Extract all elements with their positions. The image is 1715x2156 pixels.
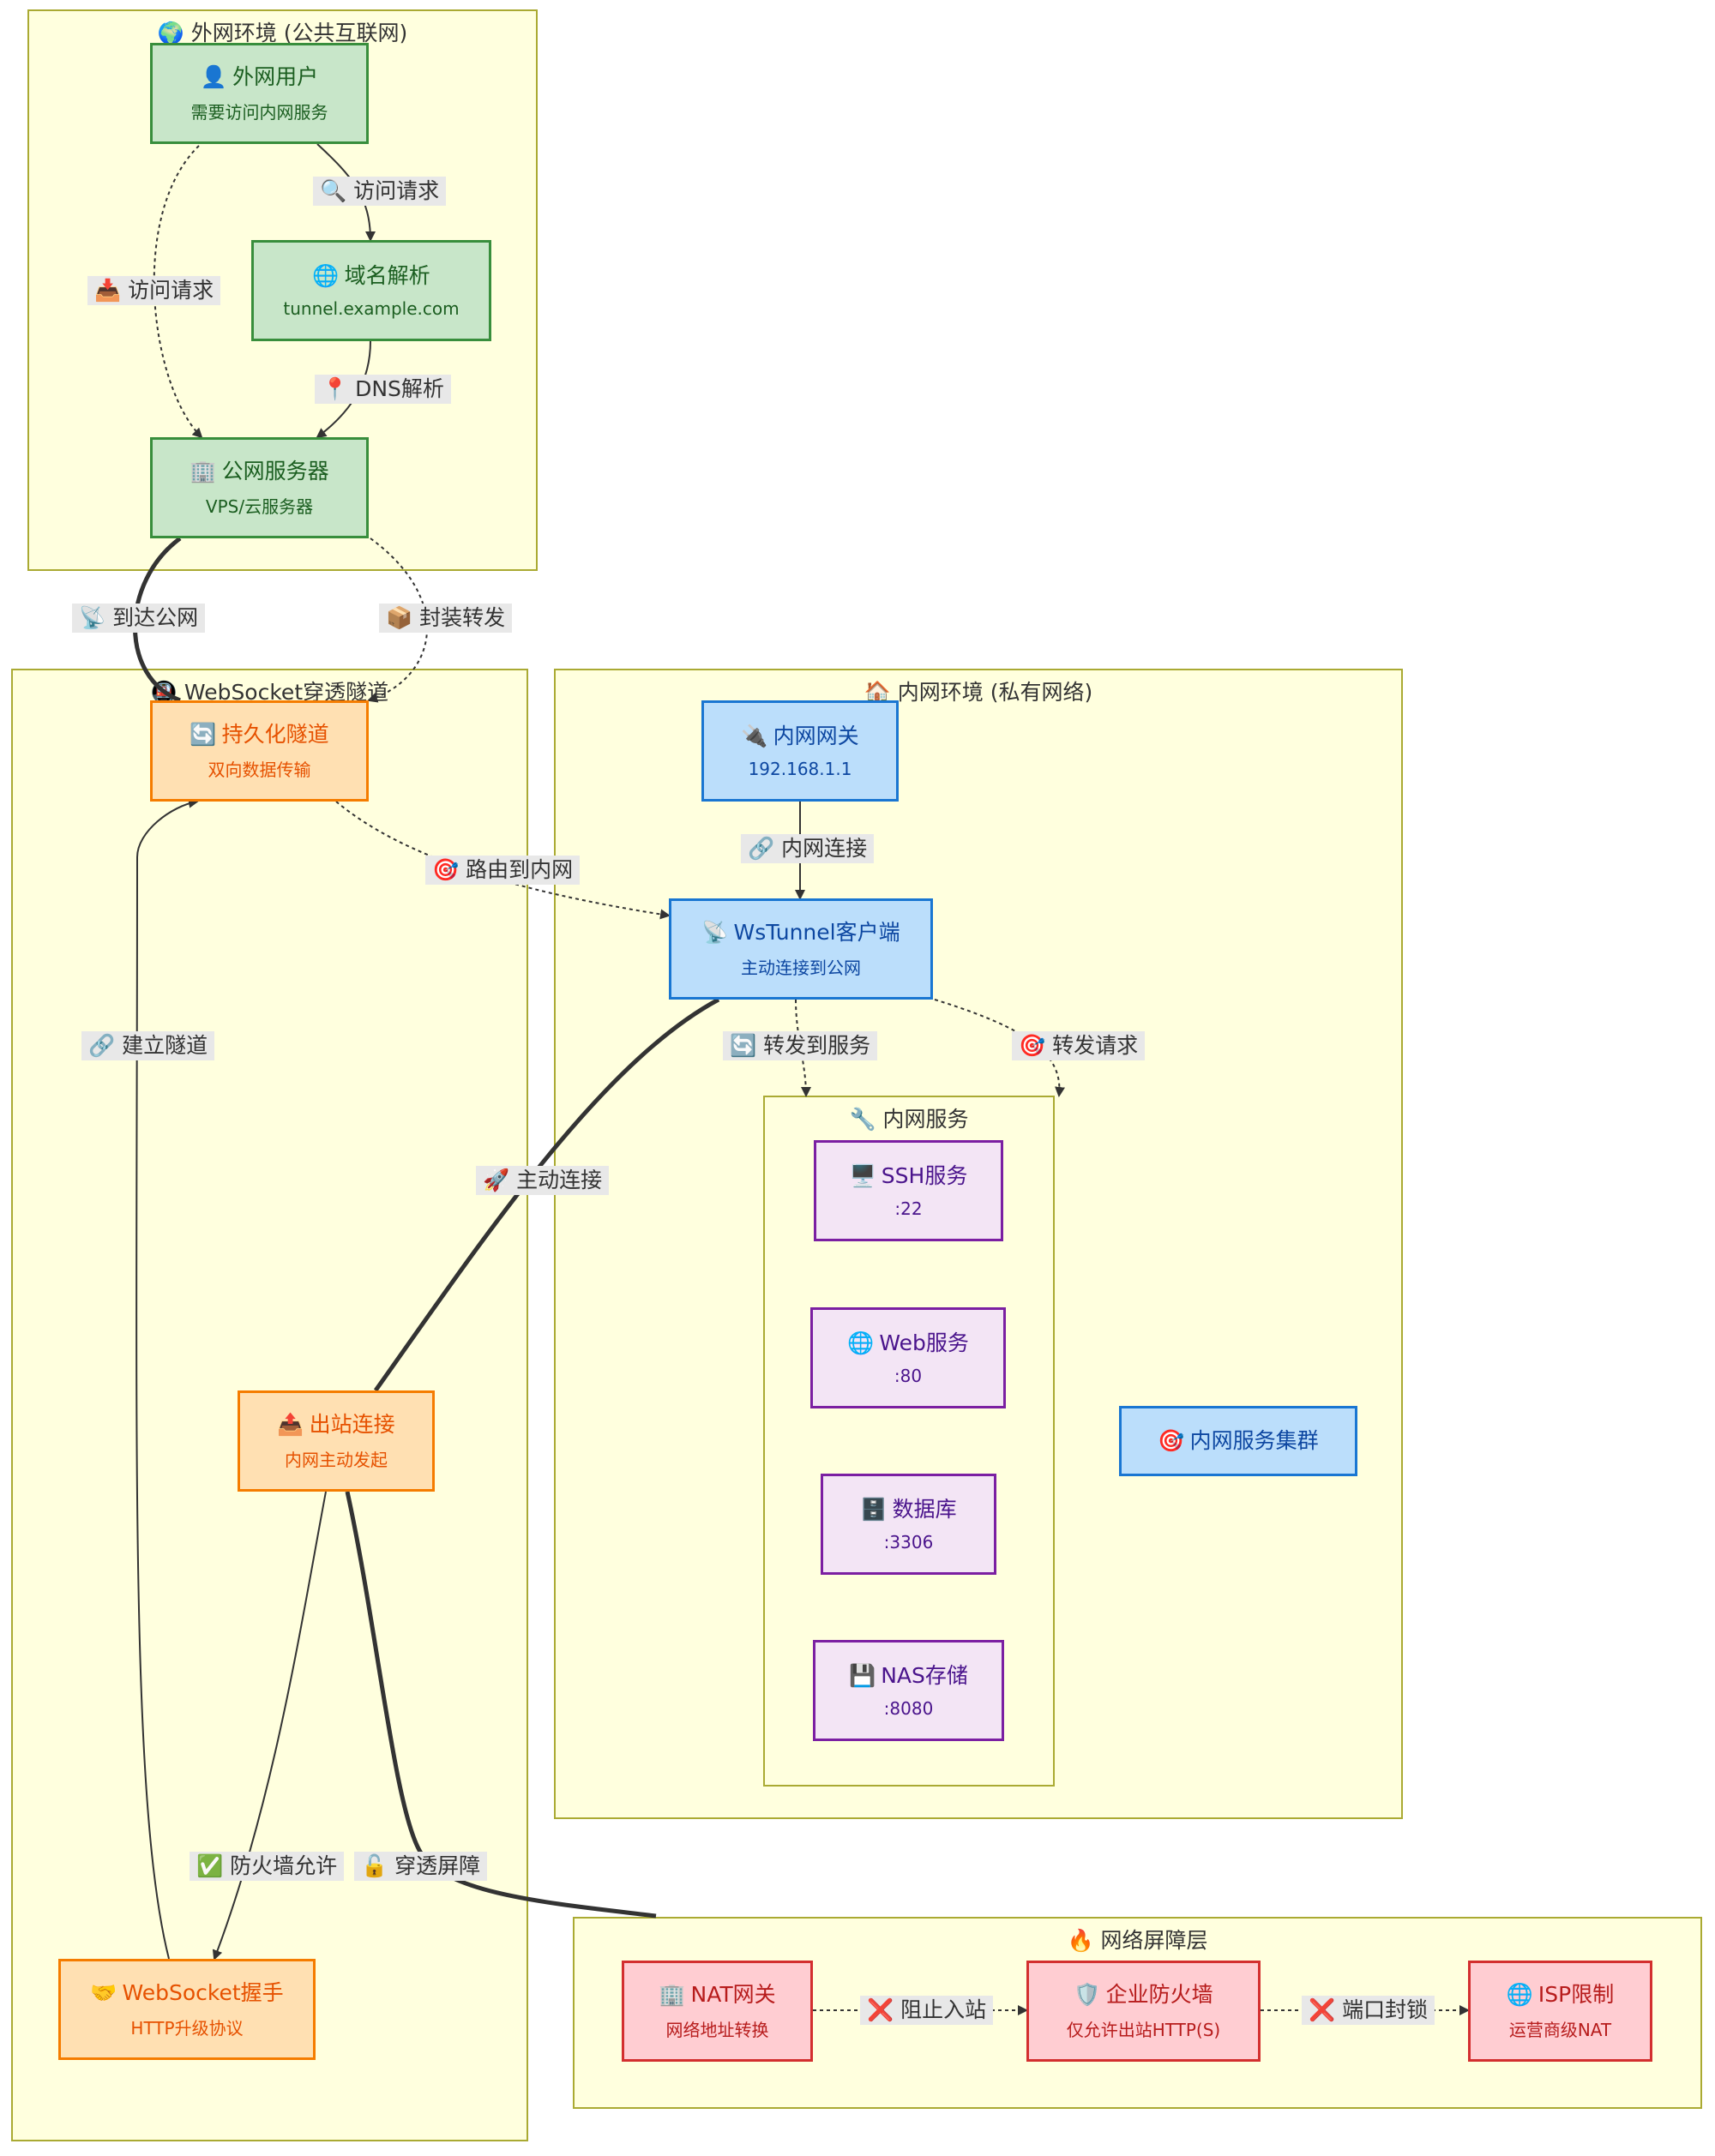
websocket-handshake-title: 🤝WebSocket握手 bbox=[90, 1979, 284, 2005]
outbound-connection-sub: 内网主动发起 bbox=[285, 1450, 388, 1471]
web-service-sub: :80 bbox=[894, 1365, 923, 1386]
edge-label-dns-resolve: 📍 DNS解析 bbox=[315, 375, 451, 404]
persistent-tunnel-sub: 双向数据传输 bbox=[208, 760, 311, 781]
external-user-node[interactable]: 👤外网用户 需要访问内网服务 bbox=[150, 43, 369, 144]
cluster-node-icon: 🎯 bbox=[1158, 1428, 1185, 1454]
edge-label-port-blocked: ❌ 端口封锁 bbox=[1302, 1996, 1435, 2025]
nat-gateway-sub: 网络地址转换 bbox=[665, 2020, 769, 2041]
outbound-connection-title: 📤出站连接 bbox=[277, 1411, 395, 1437]
user-icon: 👤 bbox=[200, 63, 228, 89]
service-cluster-node[interactable]: 🎯内网服务集群 bbox=[1119, 1406, 1357, 1476]
edge-outbound-barrier bbox=[345, 1491, 657, 1919]
edge-label-forward-service: 🔄 转发到服务 bbox=[723, 1031, 878, 1060]
database-node[interactable]: 🗄️数据库 :3306 bbox=[821, 1474, 996, 1575]
nas-storage-sub: :8080 bbox=[883, 1697, 934, 1719]
isp-restriction-node[interactable]: 🌐ISP限制 运营商级NAT bbox=[1468, 1961, 1652, 2062]
nas-storage-node[interactable]: 💾NAS存储 :8080 bbox=[813, 1640, 1004, 1741]
outbound-icon: 📤 bbox=[277, 1411, 304, 1437]
nat-gateway-title: 🏢NAT网关 bbox=[659, 1981, 776, 2007]
nas-storage-title: 💾NAS存储 bbox=[849, 1663, 968, 1689]
edge-server-persistent-dotted bbox=[367, 537, 428, 703]
edge-label-route-internal: 🎯 路由到内网 bbox=[425, 856, 581, 885]
dns-sub: tunnel.example.com bbox=[283, 297, 460, 319]
cluster-external-title: 🌍 外网环境 (公共互联网) bbox=[157, 21, 408, 45]
internal-gateway-node[interactable]: 🔌内网网关 192.168.1.1 bbox=[701, 700, 899, 802]
external-user-sub: 需要访问内网服务 bbox=[190, 102, 328, 123]
dns-node[interactable]: 🌐域名解析 tunnel.example.com bbox=[251, 240, 491, 341]
public-server-title: 🏢公网服务器 bbox=[190, 458, 329, 483]
outbound-connection-node[interactable]: 📤出站连接 内网主动发起 bbox=[238, 1390, 435, 1492]
dns-icon: 🌐 bbox=[312, 263, 340, 289]
service-cluster-title: 🎯内网服务集群 bbox=[1158, 1428, 1319, 1454]
enterprise-firewall-sub: 仅允许出站HTTP(S) bbox=[1066, 2020, 1221, 2041]
persistent-tunnel-title: 🔄持久化隧道 bbox=[190, 721, 329, 747]
dns-title: 🌐域名解析 bbox=[312, 263, 430, 289]
database-title: 🗄️数据库 bbox=[860, 1497, 957, 1522]
wstunnel-client-sub: 主动连接到公网 bbox=[741, 958, 861, 979]
persistent-tunnel-node[interactable]: 🔄持久化隧道 双向数据传输 bbox=[150, 700, 369, 802]
edge-label-forward-request: 🎯 转发请求 bbox=[1012, 1031, 1146, 1060]
edge-label-block-inbound: ❌ 阻止入站 bbox=[860, 1996, 994, 2025]
websocket-handshake-node[interactable]: 🤝WebSocket握手 HTTP升级协议 bbox=[58, 1959, 316, 2060]
web-service-title: 🌐Web服务 bbox=[847, 1330, 969, 1356]
wstunnel-client-node[interactable]: 📡WsTunnel客户端 主动连接到公网 bbox=[669, 898, 933, 1000]
edge-label-encapsulate: 📦 封装转发 bbox=[379, 604, 513, 633]
db-icon: 🗄️ bbox=[860, 1497, 888, 1522]
ssh-service-node[interactable]: 🖥️SSH服务 :22 bbox=[814, 1140, 1003, 1241]
edge-label-internal-connect: 🔗 内网连接 bbox=[741, 834, 875, 863]
internal-gateway-title: 🔌内网网关 bbox=[741, 724, 859, 749]
ssh-icon: 🖥️ bbox=[849, 1163, 876, 1189]
edge-label-active-connect: 🚀 主动连接 bbox=[476, 1166, 610, 1195]
edge-label-reach-public: 📡 到达公网 bbox=[72, 604, 206, 633]
database-sub: :3306 bbox=[883, 1531, 934, 1552]
public-server-node[interactable]: 🏢公网服务器 VPS/云服务器 bbox=[150, 437, 369, 538]
firewall-icon: 🛡️ bbox=[1074, 1981, 1101, 2007]
handshake-icon: 🤝 bbox=[90, 1979, 117, 2005]
isp-restriction-sub: 运营商级NAT bbox=[1508, 2020, 1612, 2041]
wstunnel-client-title: 📡WsTunnel客户端 bbox=[701, 919, 900, 945]
edge-label-firewall-allow: ✅ 防火墙允许 bbox=[190, 1852, 345, 1881]
cluster-services-title: 🔧 内网服务 bbox=[849, 1107, 969, 1132]
isp-restriction-title: 🌐ISP限制 bbox=[1506, 1981, 1615, 2007]
ssh-service-title: 🖥️SSH服务 bbox=[849, 1163, 968, 1189]
public-server-sub: VPS/云服务器 bbox=[205, 496, 314, 518]
nat-icon: 🏢 bbox=[659, 1981, 686, 2007]
internal-gateway-sub: 192.168.1.1 bbox=[748, 758, 852, 779]
edge-handshake-persistent bbox=[135, 797, 199, 1960]
ssh-service-sub: :22 bbox=[894, 1198, 923, 1219]
edge-label-access-request-1: 🔍 访问请求 bbox=[313, 177, 447, 206]
edge-label-build-tunnel: 🔗 建立隧道 bbox=[81, 1031, 215, 1060]
isp-icon: 🌐 bbox=[1506, 1981, 1533, 2007]
edge-client-outbound bbox=[373, 997, 720, 1392]
external-user-title: 👤外网用户 bbox=[200, 63, 319, 89]
persistent-icon: 🔄 bbox=[190, 721, 217, 747]
enterprise-firewall-title: 🛡️企业防火墙 bbox=[1074, 1981, 1213, 2007]
server-icon: 🏢 bbox=[190, 458, 217, 483]
nas-icon: 💾 bbox=[849, 1663, 876, 1689]
nat-gateway-node[interactable]: 🏢NAT网关 网络地址转换 bbox=[622, 1961, 813, 2062]
client-icon: 📡 bbox=[701, 919, 729, 945]
web-service-node[interactable]: 🌐Web服务 :80 bbox=[810, 1307, 1006, 1408]
cluster-internal-title: 🏠 内网环境 (私有网络) bbox=[864, 680, 1093, 705]
enterprise-firewall-node[interactable]: 🛡️企业防火墙 仅允许出站HTTP(S) bbox=[1026, 1961, 1261, 2062]
gateway-icon: 🔌 bbox=[741, 724, 768, 749]
web-icon: 🌐 bbox=[847, 1330, 875, 1356]
cluster-barrier-title: 🔥 网络屏障层 bbox=[1067, 1928, 1208, 1953]
edge-outbound-handshake bbox=[212, 1491, 327, 1961]
edge-label-access-request-2: 📥 访问请求 bbox=[87, 276, 221, 305]
websocket-handshake-sub: HTTP升级协议 bbox=[130, 2018, 244, 2039]
edge-label-penetrate-barrier: 🔓 穿透屏障 bbox=[354, 1852, 488, 1881]
